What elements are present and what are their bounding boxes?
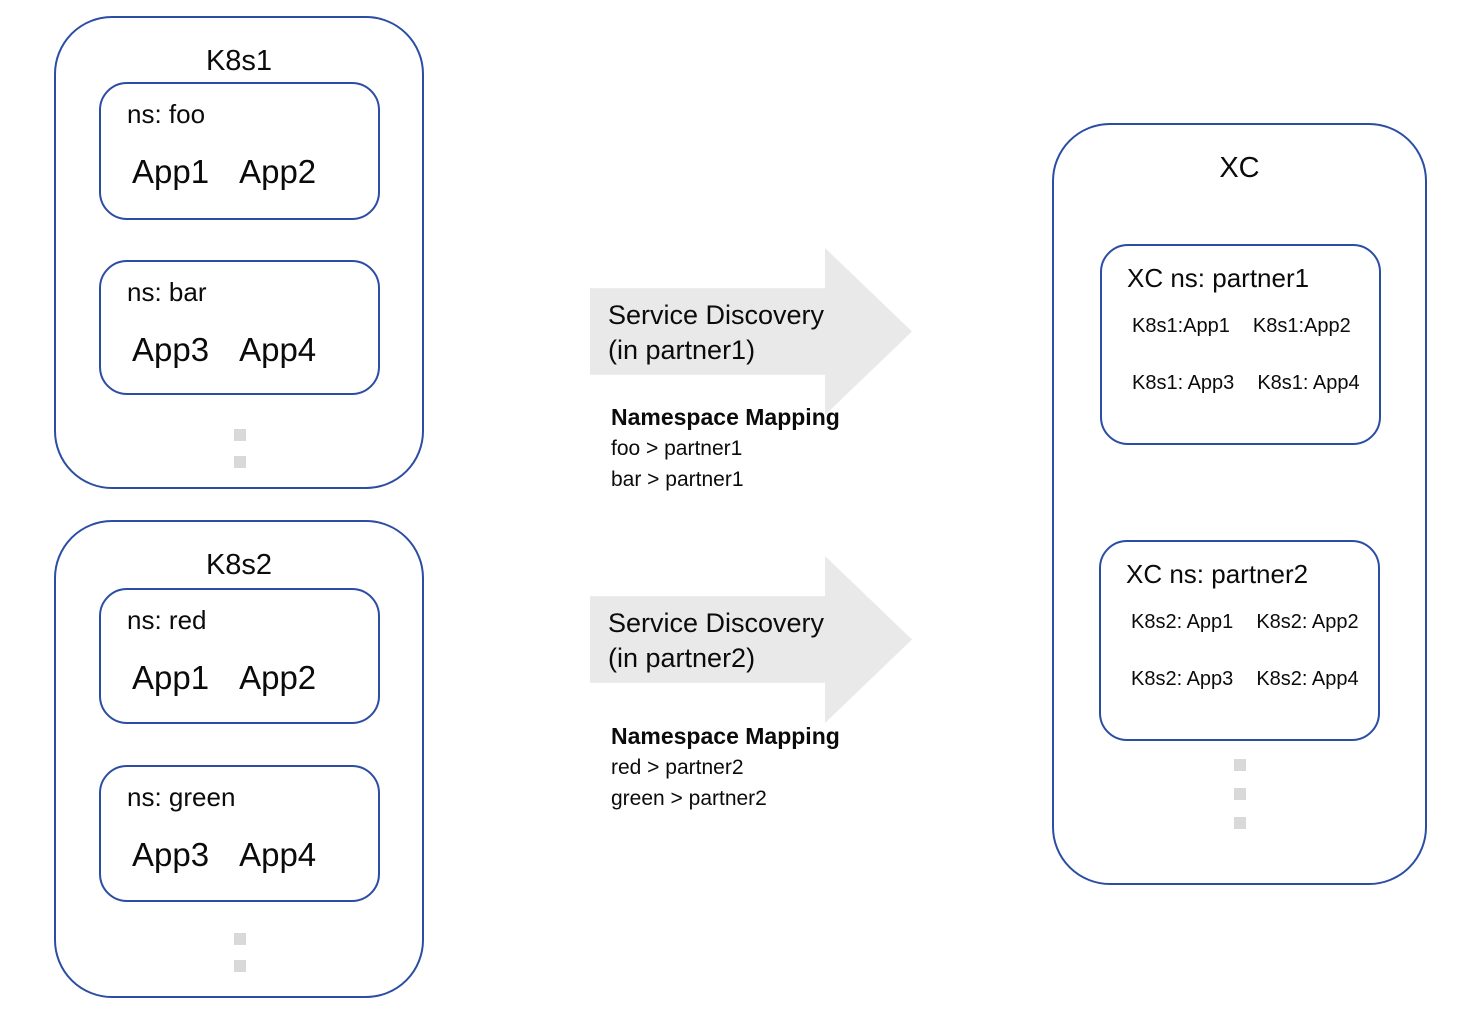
k8s2-ns-red-box: ns: red App1 App2 (99, 588, 380, 724)
discovered-service: K8s2: App1 (1131, 611, 1234, 633)
k8s1-ns-bar-box: ns: bar App3 App4 (99, 260, 380, 395)
xc-ns-partner1-box: XC ns: partner1 K8s1:App1 K8s1:App2 K8s1… (1100, 244, 1381, 445)
mapping-rule: bar > partner1 (611, 468, 744, 491)
service-discovery-arrow-icon: Service Discovery (in partner1) (590, 248, 912, 415)
xc-ns-partner1-label: XC ns: partner1 (1127, 263, 1310, 293)
ellipsis-dots-icon (234, 933, 246, 972)
discovered-service: K8s2: App3 (1131, 668, 1234, 690)
service-discovery-line2: (in partner2) (608, 643, 756, 673)
discovered-service: K8s1: App3 (1132, 372, 1235, 394)
app-label: App4 (239, 331, 317, 368)
ns-green-apps: App3 App4 (132, 835, 316, 875)
service-discovery-arrow-icon: Service Discovery (in partner2) (590, 556, 912, 723)
namespace-mapping-block: Namespace Mapping red > partner2 green >… (611, 721, 840, 814)
xc-partner1-row1: K8s1:App1 K8s1:App2 (1132, 314, 1351, 338)
discovered-service: K8s1:App2 (1252, 315, 1351, 337)
app-label: App3 (132, 836, 210, 873)
discovered-service: K8s1: App4 (1257, 372, 1360, 394)
xc-partner2-row1: K8s2: App1 K8s2: App2 (1131, 610, 1359, 634)
ns-green-label: ns: green (127, 782, 236, 812)
app-label: App1 (132, 153, 210, 190)
namespace-mapping-block: Namespace Mapping foo > partner1 bar > p… (611, 402, 840, 495)
discovered-service: K8s2: App4 (1256, 668, 1359, 690)
app-label: App1 (132, 659, 210, 696)
ns-bar-label: ns: bar (127, 277, 207, 307)
service-discovery-line2: (in partner1) (608, 335, 756, 365)
service-discovery-line1: Service Discovery (608, 608, 825, 638)
discovered-service: K8s2: App2 (1256, 611, 1359, 633)
namespace-mapping-title: Namespace Mapping (611, 723, 840, 749)
xc-ns-partner2-box: XC ns: partner2 K8s2: App1 K8s2: App2 K8… (1099, 540, 1380, 741)
k8s1-cluster-box: K8s1 ns: foo App1 App2 ns: bar App3 App4 (54, 16, 424, 489)
ellipsis-dots-icon (234, 429, 246, 468)
mapping-rule: green > partner2 (611, 787, 767, 810)
k8s2-cluster-box: K8s2 ns: red App1 App2 ns: green App3 Ap… (54, 520, 424, 998)
ellipsis-dots-icon (1234, 759, 1246, 829)
xc-ns-partner2-label: XC ns: partner2 (1126, 559, 1309, 589)
k8s2-cluster-title: K8s2 (205, 549, 273, 581)
service-discovery-label: Service Discovery (in partner2) (608, 606, 824, 676)
ns-foo-label: ns: foo (127, 99, 206, 129)
app-label: App2 (239, 153, 317, 190)
k8s2-ns-green-box: ns: green App3 App4 (99, 765, 380, 902)
xc-container-box: XC XC ns: partner1 K8s1:App1 K8s1:App2 K… (1052, 123, 1427, 885)
service-discovery-label: Service Discovery (in partner1) (608, 298, 824, 368)
ns-red-apps: App1 App2 (132, 658, 316, 698)
app-label: App3 (132, 331, 210, 368)
xc-partner2-row2: K8s2: App3 K8s2: App4 (1131, 667, 1359, 691)
mapping-rule: foo > partner1 (611, 437, 743, 460)
ns-red-label: ns: red (127, 605, 207, 635)
xc-title: XC (1219, 152, 1260, 184)
namespace-mapping-title: Namespace Mapping (611, 404, 840, 430)
ns-bar-apps: App3 App4 (132, 330, 316, 370)
app-label: App4 (239, 836, 317, 873)
xc-partner1-row2: K8s1: App3 K8s1: App4 (1132, 371, 1360, 395)
mapping-rule: red > partner2 (611, 756, 744, 779)
k8s1-cluster-title: K8s1 (205, 45, 273, 77)
k8s1-ns-foo-box: ns: foo App1 App2 (99, 82, 380, 220)
ns-foo-apps: App1 App2 (132, 152, 316, 192)
service-discovery-line1: Service Discovery (608, 300, 825, 330)
discovered-service: K8s1:App1 (1132, 315, 1230, 337)
app-label: App2 (239, 659, 317, 696)
